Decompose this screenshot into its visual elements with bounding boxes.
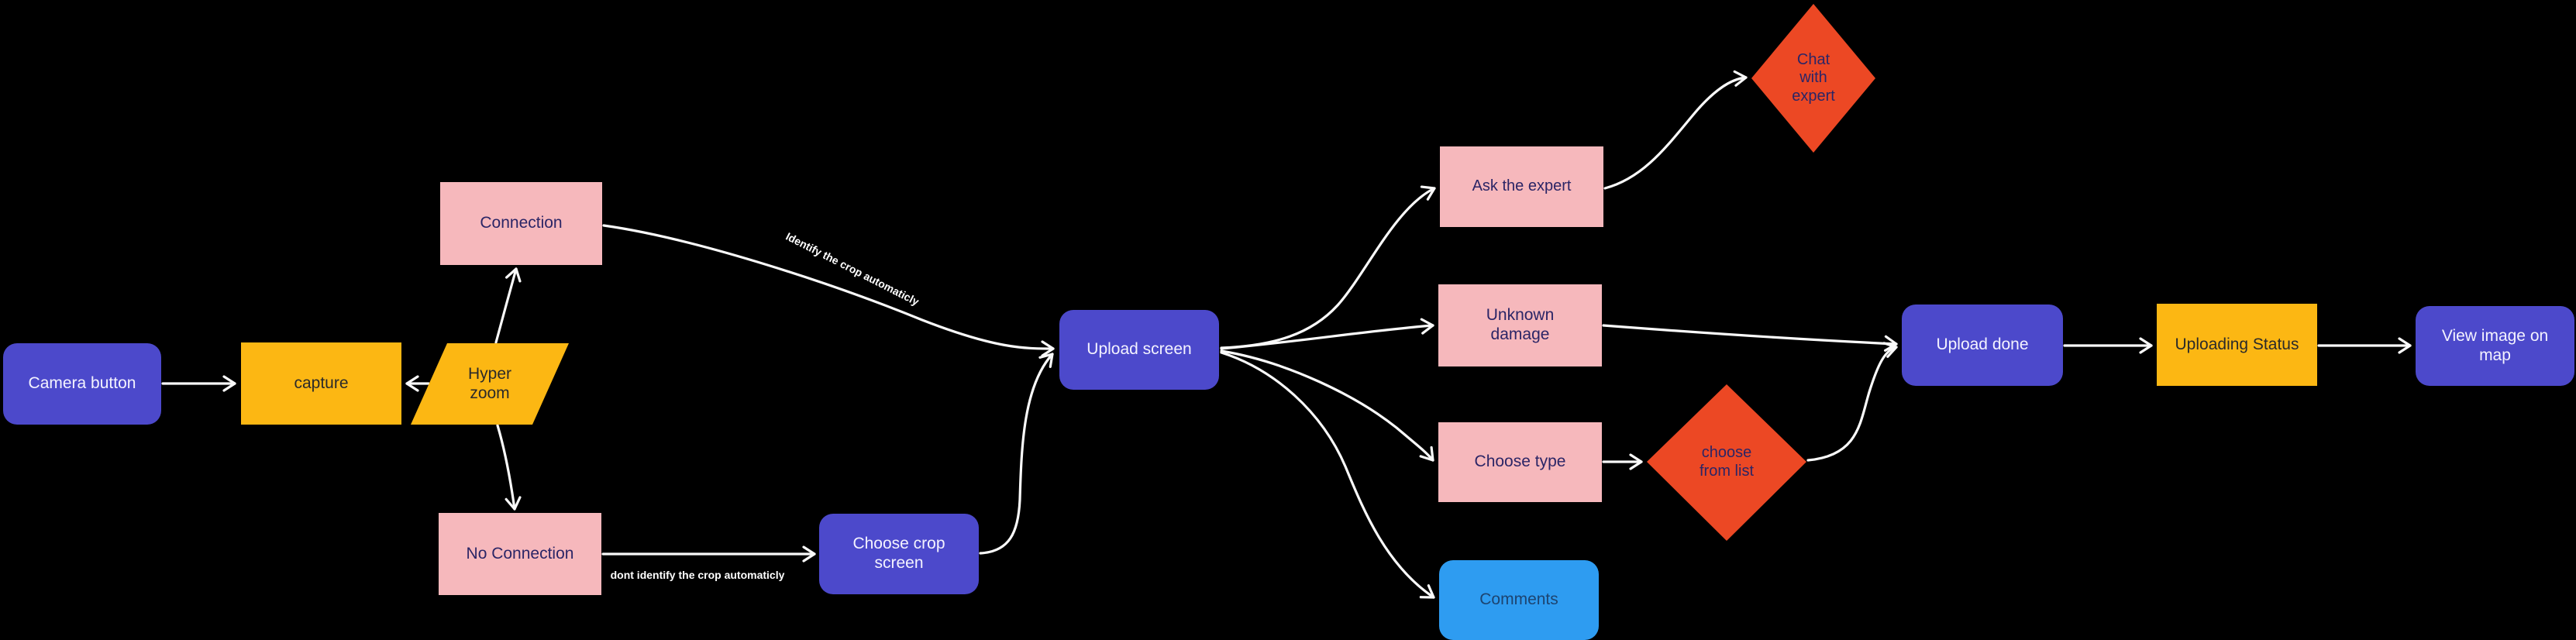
node-uploading-status[interactable]	[2157, 304, 2317, 386]
node-upload-done[interactable]	[1902, 305, 2063, 386]
node-chat-with-expert[interactable]	[1751, 4, 1875, 153]
edge-choose-from-list-to-upload-done	[1806, 342, 1898, 462]
node-upload-screen[interactable]	[1059, 310, 1219, 390]
node-choose-crop-screen[interactable]	[819, 514, 979, 594]
node-no-connection[interactable]	[439, 513, 601, 595]
node-comments[interactable]	[1439, 560, 1599, 640]
node-unknown-damage[interactable]	[1438, 284, 1602, 366]
edge-hyper-zoom-to-connection	[494, 267, 522, 344]
edge-connection-to-upload-screen	[602, 224, 1055, 357]
node-view-image-on-map[interactable]	[2416, 306, 2574, 386]
node-hyper-zoom[interactable]	[411, 343, 569, 425]
edge-upload-screen-to-unknown-damage	[1220, 318, 1434, 350]
node-camera-button[interactable]	[3, 343, 161, 425]
edge-ask-the-expert-to-chat-with-expert	[1603, 70, 1748, 190]
node-connection[interactable]	[440, 182, 602, 265]
node-choose-from-list[interactable]	[1647, 384, 1806, 541]
edge-upload-screen-to-choose-type	[1220, 349, 1434, 462]
edge-choose-crop-screen-to-upload-screen	[979, 353, 1054, 555]
edge-hyper-zoom-to-no-connection	[496, 424, 522, 511]
node-ask-the-expert[interactable]	[1440, 146, 1603, 227]
node-capture[interactable]	[241, 342, 401, 425]
edge-upload-screen-to-ask-the-expert	[1220, 185, 1436, 349]
edge-upload-screen-to-comments	[1220, 351, 1435, 599]
edge-unknown-damage-to-upload-done	[1602, 324, 1898, 352]
node-choose-type[interactable]	[1438, 422, 1602, 502]
